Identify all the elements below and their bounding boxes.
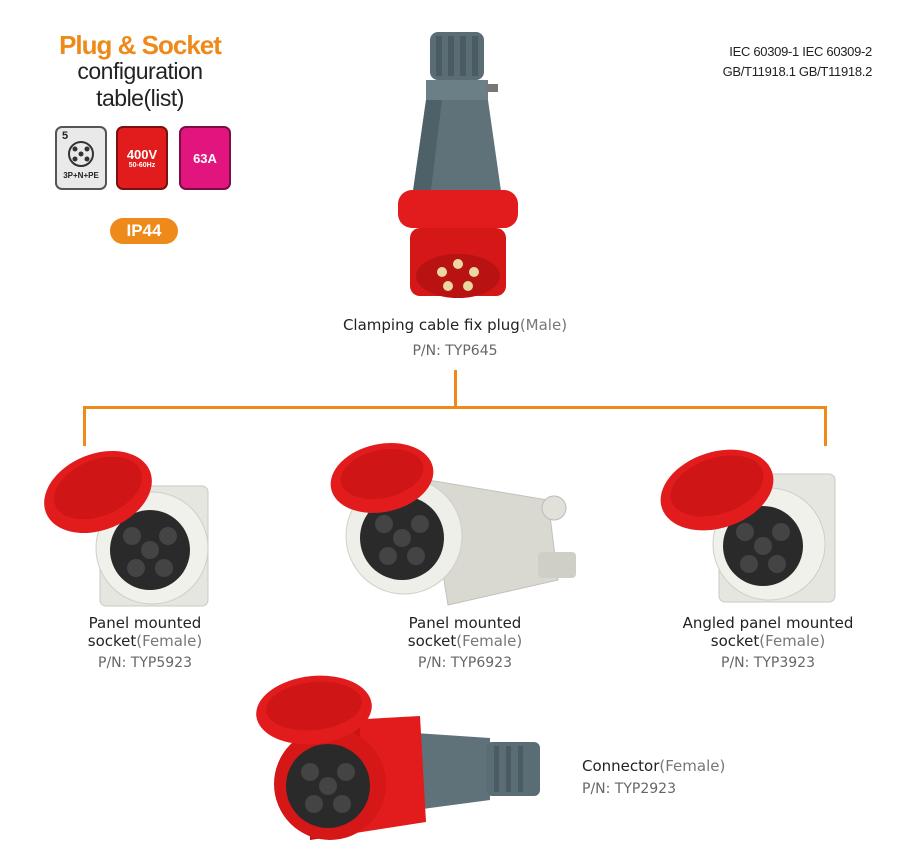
current-badge: 63A xyxy=(179,126,231,190)
angled-socket-label: Angled panel mounted socket(Female) xyxy=(668,614,868,650)
panel-socket-name-line-2: socket xyxy=(87,632,137,650)
panel-socket-part-number: P/N: TYP5923 xyxy=(98,655,192,671)
connector-part-number: P/N: TYP2923 xyxy=(582,781,676,797)
connector-name: Connector xyxy=(582,757,660,775)
page-subtitle-line-2: table(list) xyxy=(96,85,184,111)
plug-name: Clamping cable fix plug xyxy=(342,316,520,334)
plug-gender: (Male) xyxy=(519,316,568,334)
connector-gender: (Female) xyxy=(659,757,726,775)
tree-branch-left xyxy=(83,406,86,446)
page-subtitle-line-1: configuration xyxy=(77,58,203,84)
surface-socket-label: Panel mounted socket(Female) xyxy=(355,614,575,650)
angled-socket-gender: (Female) xyxy=(759,632,826,650)
panel-socket-illustration xyxy=(44,450,209,607)
tree-horizontal-line xyxy=(83,406,827,409)
panel-socket-name-line-1: Panel mounted xyxy=(88,614,202,632)
voltage-badge: 400V 50-60Hz xyxy=(116,126,168,190)
connector-label: Connector(Female) xyxy=(582,757,802,775)
ip-rating-badge: IP44 xyxy=(110,218,178,244)
voltage-value: 400V xyxy=(126,147,158,162)
pin-configuration-badge: 5 3P+N+PE xyxy=(55,126,107,190)
clamping-plug-illustration xyxy=(398,32,518,298)
surface-socket-part-number: P/N: TYP6923 xyxy=(418,655,512,671)
angled-socket-name-line-2: socket xyxy=(710,632,760,650)
standards-line-1: IEC 60309-1 IEC 60309-2 xyxy=(729,44,872,59)
surface-socket-illustration xyxy=(330,443,576,606)
panel-socket-gender: (Female) xyxy=(136,632,203,650)
tree-branch-right xyxy=(824,406,827,446)
surface-socket-name-line-2: socket xyxy=(407,632,457,650)
angled-socket-illustration xyxy=(660,449,836,603)
standards-line-2: GB/T11918.1 GB/T11918.2 xyxy=(722,64,873,79)
plug-label: Clamping cable fix plug(Male) xyxy=(300,316,610,334)
tree-stem-line xyxy=(454,370,457,408)
angled-socket-part-number: P/N: TYP3923 xyxy=(721,655,815,671)
angled-socket-name-line-1: Angled panel mounted xyxy=(682,614,854,632)
panel-socket-label: Panel mounted socket(Female) xyxy=(40,614,250,650)
plug-part-number: P/N: TYP645 xyxy=(412,343,498,359)
frequency-value: 50-60Hz xyxy=(128,162,156,169)
current-value: 63A xyxy=(193,150,217,166)
connector-illustration xyxy=(256,675,540,840)
pin-label: 3P+N+PE xyxy=(63,170,99,180)
surface-socket-name-line-1: Panel mounted xyxy=(408,614,522,632)
five-pin-socket-icon xyxy=(68,140,94,167)
page-title: Plug & Socket xyxy=(59,30,222,60)
pin-count: 5 xyxy=(62,130,69,142)
surface-socket-gender: (Female) xyxy=(456,632,523,650)
